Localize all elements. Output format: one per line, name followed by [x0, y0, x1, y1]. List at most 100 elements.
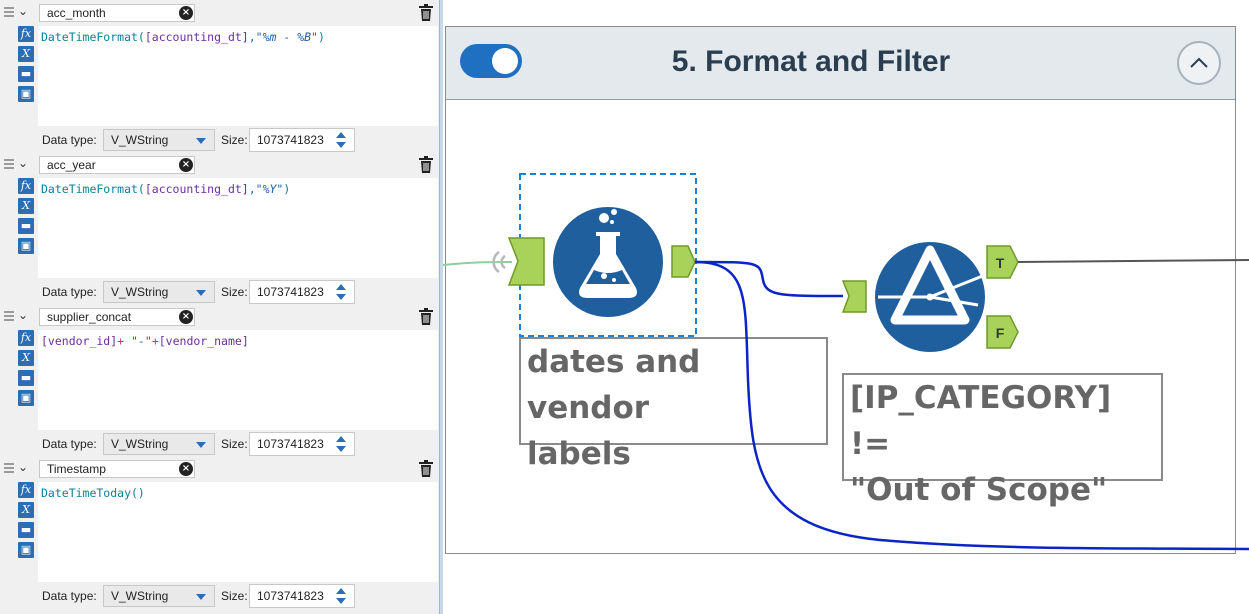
- trash-icon[interactable]: [418, 4, 434, 22]
- filter-true-anchor[interactable]: T: [986, 245, 1019, 279]
- expression-editor[interactable]: DateTimeToday(): [38, 482, 438, 582]
- filter-tool[interactable]: [875, 242, 986, 352]
- container-enable-toggle[interactable]: [460, 44, 522, 78]
- formula-to-filter-connection[interactable]: [694, 260, 844, 298]
- spin-up-icon[interactable]: [336, 284, 346, 290]
- drag-handle-icon[interactable]: [4, 159, 14, 171]
- expression-token: [accounting_dt]: [144, 30, 249, 44]
- fx-icon[interactable]: fx: [18, 178, 34, 194]
- dropdown-arrow-icon: [196, 594, 206, 600]
- fx-icon[interactable]: fx: [18, 330, 34, 346]
- chevron-down-icon[interactable]: ⌄: [18, 460, 29, 474]
- open-folder-icon[interactable]: ▬: [18, 218, 34, 234]
- size-value: 1073741823: [257, 589, 324, 603]
- drag-handle-icon[interactable]: [4, 311, 14, 323]
- true-output-connection[interactable]: [1017, 259, 1249, 263]
- drag-handle-icon[interactable]: [4, 7, 14, 19]
- expression-token: [accounting_dt]: [144, 182, 249, 196]
- open-folder-icon[interactable]: ▬: [18, 522, 34, 538]
- trash-icon[interactable]: [418, 460, 434, 478]
- clear-icon[interactable]: ×: [179, 158, 193, 172]
- open-folder-icon[interactable]: ▬: [18, 66, 34, 82]
- trash-icon[interactable]: [418, 156, 434, 174]
- chevron-down-icon[interactable]: ⌄: [18, 156, 29, 170]
- variable-icon[interactable]: X: [18, 502, 34, 518]
- filter-tool-annotation[interactable]: [IP_CATEGORY] != "Out of Scope": [842, 373, 1163, 508]
- size-input[interactable]: 1073741823: [249, 584, 355, 608]
- dropdown-arrow-icon: [196, 442, 206, 448]
- formula-to-downstream-connection[interactable]: [694, 260, 1249, 551]
- spin-down-icon[interactable]: [336, 446, 346, 452]
- clear-icon[interactable]: ×: [179, 310, 193, 324]
- formula-output-anchor[interactable]: [671, 245, 696, 278]
- expression-token: ): [317, 30, 325, 44]
- trash-icon[interactable]: [418, 308, 434, 326]
- data-type-select[interactable]: V_WString: [103, 129, 215, 151]
- annotation-line: [IP_CATEGORY] !=: [850, 380, 1112, 462]
- expression-editor[interactable]: DateTimeFormat([accounting_dt],"%Y"): [38, 178, 438, 278]
- size-label: Size:: [221, 589, 248, 603]
- output-field-name[interactable]: acc_month: [39, 4, 195, 22]
- expression-token: +: [151, 334, 159, 348]
- expression-token: DateTimeFormat(: [41, 30, 145, 44]
- collapse-button[interactable]: [1177, 41, 1221, 85]
- formula-tool[interactable]: [553, 207, 663, 317]
- data-type-label: Data type:: [42, 285, 97, 299]
- size-input[interactable]: 1073741823: [249, 432, 355, 456]
- output-field-name[interactable]: acc_year: [39, 156, 195, 174]
- panel-splitter[interactable]: [439, 0, 443, 614]
- data-type-value: V_WString: [111, 589, 169, 603]
- drag-handle-icon[interactable]: [4, 463, 14, 475]
- spin-down-icon[interactable]: [336, 598, 346, 604]
- flask-icon: [579, 209, 637, 298]
- incoming-connection[interactable]: [442, 261, 513, 266]
- expression-token: "%m - %B": [255, 30, 318, 44]
- data-type-value: V_WString: [111, 437, 169, 451]
- expression-token: ,: [248, 30, 256, 44]
- spin-up-icon[interactable]: [336, 436, 346, 442]
- output-field-name[interactable]: Timestamp: [39, 460, 195, 478]
- expression-token: +: [117, 334, 132, 348]
- clear-icon[interactable]: ×: [179, 462, 193, 476]
- data-type-select[interactable]: V_WString: [103, 281, 215, 303]
- clear-icon[interactable]: ×: [179, 6, 193, 20]
- variable-icon[interactable]: X: [18, 350, 34, 366]
- filter-false-anchor[interactable]: F: [986, 315, 1019, 349]
- save-icon[interactable]: ▣: [18, 238, 34, 254]
- size-label: Size:: [221, 285, 248, 299]
- spin-down-icon[interactable]: [336, 142, 346, 148]
- formula-tool-annotation[interactable]: dates and vendor labels: [519, 337, 828, 472]
- formula-input-anchor[interactable]: [507, 237, 545, 286]
- annotation-line: dates and vendor: [527, 344, 701, 426]
- spin-down-icon[interactable]: [336, 294, 346, 300]
- variable-icon[interactable]: X: [18, 198, 34, 214]
- save-icon[interactable]: ▣: [18, 86, 34, 102]
- expression-token: "%Y": [255, 182, 284, 196]
- data-type-select[interactable]: V_WString: [103, 585, 215, 607]
- chevron-down-icon[interactable]: ⌄: [18, 308, 29, 322]
- fx-icon[interactable]: fx: [18, 26, 34, 42]
- filter-input-anchor[interactable]: [841, 280, 867, 313]
- field-type-bar: Data type: V_WString Size: 1073741823: [0, 126, 438, 154]
- chevron-down-icon[interactable]: ⌄: [18, 4, 29, 18]
- data-type-select[interactable]: V_WString: [103, 433, 215, 455]
- expression-editor[interactable]: DateTimeFormat([accounting_dt],"%m - %B"…: [38, 26, 438, 126]
- output-field-name[interactable]: supplier_concat: [39, 308, 195, 326]
- fx-icon[interactable]: fx: [18, 482, 34, 498]
- open-folder-icon[interactable]: ▬: [18, 370, 34, 386]
- expression-editor[interactable]: [vendor_id]+ "-"+[vendor_name]: [38, 330, 438, 430]
- prism-icon: [878, 245, 986, 325]
- expression-token: ): [283, 182, 291, 196]
- save-icon[interactable]: ▣: [18, 390, 34, 406]
- field-type-bar: Data type: V_WString Size: 1073741823: [0, 278, 438, 306]
- size-input[interactable]: 1073741823: [249, 128, 355, 152]
- spin-up-icon[interactable]: [336, 132, 346, 138]
- variable-icon[interactable]: X: [18, 46, 34, 62]
- save-icon[interactable]: ▣: [18, 542, 34, 558]
- field-type-bar: Data type: V_WString Size: 1073741823: [0, 430, 438, 458]
- spin-up-icon[interactable]: [336, 588, 346, 594]
- size-input[interactable]: 1073741823: [249, 280, 355, 304]
